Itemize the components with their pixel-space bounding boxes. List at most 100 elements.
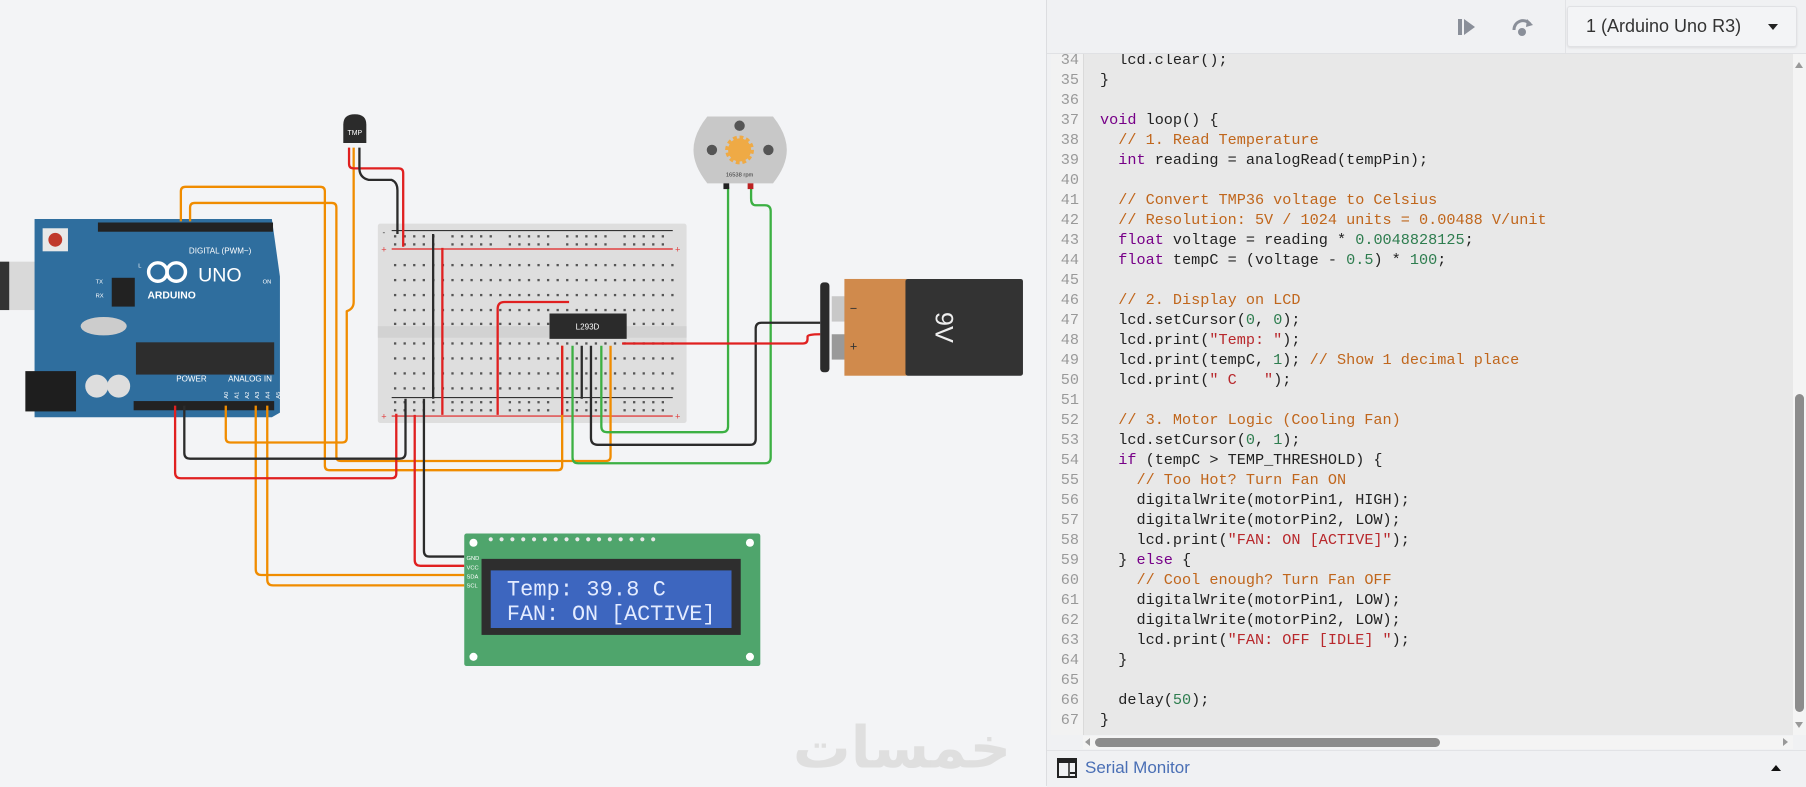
breadboard-hole[interactable] — [537, 293, 540, 297]
scroll-up-arrow-icon[interactable] — [1795, 62, 1803, 68]
breadboard-hole[interactable] — [489, 401, 492, 404]
code-line[interactable]: 43 float voltage = reading * 0.004882812… — [1051, 230, 1791, 250]
breadboard-hole[interactable] — [594, 308, 598, 312]
breadboard-hole[interactable] — [594, 372, 598, 375]
breadboard-hole[interactable] — [566, 342, 569, 345]
breadboard-hole[interactable] — [652, 401, 655, 404]
breadboard-hole[interactable] — [460, 357, 464, 360]
l293d-driver[interactable]: L293D — [549, 313, 627, 339]
breadboard-hole[interactable] — [489, 263, 492, 267]
breadboard-hole[interactable] — [537, 372, 540, 375]
breadboard-hole[interactable] — [480, 342, 483, 345]
breadboard-hole[interactable] — [413, 409, 416, 412]
breadboard-hole[interactable] — [451, 342, 454, 345]
code-line[interactable]: 55 // Too Hot? Turn Fan ON — [1051, 470, 1791, 490]
breadboard-hole[interactable] — [393, 409, 397, 412]
breadboard-hole[interactable] — [642, 372, 645, 375]
breadboard-hole[interactable] — [527, 293, 531, 297]
breadboard-hole[interactable] — [585, 293, 588, 297]
breadboard-hole[interactable] — [393, 278, 397, 282]
device-select[interactable]: 1 (Arduino Uno R3) — [1567, 6, 1797, 47]
chevron-up-icon[interactable] — [1771, 765, 1781, 771]
breadboard-hole[interactable] — [556, 372, 559, 375]
breadboard-hole[interactable] — [460, 409, 464, 412]
breadboard-hole[interactable] — [604, 409, 607, 412]
breadboard-hole[interactable] — [585, 409, 588, 412]
wire-black-gnd[interactable] — [183, 398, 407, 460]
breadboard-hole[interactable] — [432, 409, 435, 412]
code-line[interactable]: 49 lcd.print(tempC, 1); // Show 1 decima… — [1051, 350, 1791, 370]
breadboard-hole[interactable] — [518, 387, 521, 390]
battery-9v[interactable]: − + 9V — [820, 278, 1023, 376]
breadboard-hole[interactable] — [527, 387, 531, 390]
breadboard-hole[interactable] — [422, 278, 425, 282]
breadboard-hole[interactable] — [499, 357, 502, 360]
breadboard-hole[interactable] — [508, 293, 512, 297]
breadboard-hole[interactable] — [613, 357, 617, 360]
breadboard-hole[interactable] — [499, 372, 502, 375]
code-line[interactable]: 54 if (tempC > TEMP_THRESHOLD) { — [1051, 450, 1791, 470]
breadboard-hole[interactable] — [422, 387, 425, 390]
breadboard-hole[interactable] — [518, 243, 521, 246]
breadboard-hole[interactable] — [470, 372, 473, 375]
breadboard-hole[interactable] — [546, 409, 550, 412]
breadboard-hole[interactable] — [652, 409, 655, 412]
breadboard-hole[interactable] — [422, 293, 425, 297]
breadboard-hole[interactable] — [393, 372, 397, 375]
breadboard-hole[interactable] — [480, 308, 483, 312]
breadboard-hole[interactable] — [575, 357, 578, 360]
breadboard-hole[interactable] — [623, 243, 626, 246]
breadboard-hole[interactable] — [460, 372, 464, 375]
code-line[interactable]: 39 int reading = analogRead(tempPin); — [1051, 150, 1791, 170]
breadboard-hole[interactable] — [661, 263, 665, 267]
code-line[interactable]: 63 lcd.print("FAN: OFF [IDLE] "); — [1051, 630, 1791, 650]
code-line[interactable]: 48 lcd.print("Temp: "); — [1051, 330, 1791, 350]
wire-red-battery[interactable] — [622, 333, 821, 345]
breadboard-hole[interactable] — [470, 409, 473, 412]
breadboard-hole[interactable] — [556, 357, 559, 360]
breadboard-hole[interactable] — [508, 322, 512, 326]
breadboard-hole[interactable] — [652, 322, 655, 326]
code-line[interactable]: 53 lcd.setCursor(0, 1); — [1051, 430, 1791, 450]
breadboard-hole[interactable] — [604, 372, 607, 375]
breadboard-hole[interactable] — [623, 235, 626, 238]
breadboard-hole[interactable] — [451, 357, 454, 360]
breadboard-hole[interactable] — [556, 387, 559, 390]
wire-green-motor[interactable] — [571, 186, 772, 465]
breadboard-hole[interactable] — [546, 357, 550, 360]
breadboard-hole[interactable] — [518, 308, 521, 312]
breadboard-hole[interactable] — [556, 308, 559, 312]
breadboard-hole[interactable] — [661, 357, 665, 360]
breadboard-hole[interactable] — [642, 263, 645, 267]
breadboard-hole[interactable] — [403, 263, 406, 267]
breadboard-hole[interactable] — [604, 243, 607, 246]
breadboard-hole[interactable] — [604, 263, 607, 267]
breadboard-hole[interactable] — [499, 263, 502, 267]
breadboard-hole[interactable] — [585, 357, 588, 360]
breadboard-hole[interactable] — [661, 372, 665, 375]
breadboard-hole[interactable] — [594, 357, 598, 360]
breadboard-hole[interactable] — [585, 308, 588, 312]
breadboard-hole[interactable] — [604, 235, 607, 238]
breadboard-hole[interactable] — [422, 235, 425, 238]
scroll-right-arrow-icon[interactable] — [1783, 738, 1788, 746]
breadboard-hole[interactable] — [489, 322, 492, 326]
breadboard-hole[interactable] — [633, 235, 636, 238]
breadboard-hole[interactable] — [594, 235, 598, 238]
breadboard-hole[interactable] — [508, 409, 512, 412]
code-line[interactable]: 65 — [1051, 670, 1791, 690]
wire-green-motor[interactable] — [600, 186, 730, 434]
breadboard-hole[interactable] — [480, 278, 483, 282]
reset-button-cap[interactable] — [48, 232, 63, 247]
breadboard-hole[interactable] — [537, 409, 540, 412]
breadboard[interactable]: - + + + + — [377, 223, 687, 423]
breadboard-hole[interactable] — [413, 372, 416, 375]
breadboard-hole[interactable] — [566, 357, 569, 360]
breadboard-hole[interactable] — [642, 387, 645, 390]
code-line[interactable]: 56 digitalWrite(motorPin1, HIGH); — [1051, 490, 1791, 510]
breadboard-hole[interactable] — [451, 263, 454, 267]
breadboard-hole[interactable] — [432, 401, 435, 404]
breadboard-hole[interactable] — [652, 293, 655, 297]
circuit-diagram[interactable]: ARDUINO UNO DIGITAL (PWM~) POWER ANALOG … — [0, 0, 1046, 786]
